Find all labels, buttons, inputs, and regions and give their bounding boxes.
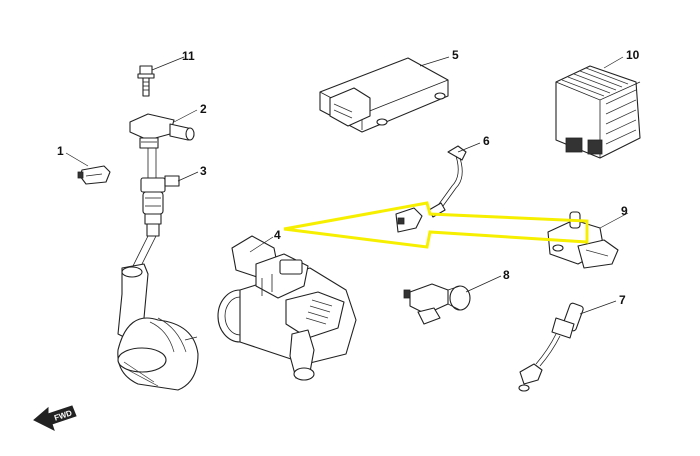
part-5-ecu [319, 57, 449, 133]
part-10-voltage-regulator [555, 65, 641, 159]
regulator-fins [561, 67, 637, 145]
callout-9: 9 [621, 204, 628, 218]
part-8-sensor [403, 283, 471, 325]
leader-lines [65, 56, 629, 341]
part-11-bolt [137, 65, 155, 97]
part-6-sensor-with-lead [395, 145, 467, 233]
callout-5: 5 [452, 48, 459, 62]
callout-6: 6 [483, 134, 490, 148]
highlight-arrow [283, 201, 589, 249]
callout-4: 4 [274, 228, 281, 242]
callout-7: 7 [619, 293, 626, 307]
part-3-fuel-injector [140, 175, 180, 237]
part-7-oxygen-sensor [518, 302, 584, 392]
part-4-throttle-body [217, 235, 357, 381]
intake-boot [117, 263, 199, 391]
callout-8: 8 [503, 268, 510, 282]
part-1-clip [77, 165, 111, 185]
callout-11: 11 [182, 49, 195, 63]
throttle-sensor-ribs [305, 299, 333, 325]
callout-2: 2 [200, 102, 207, 116]
callout-labels: 11 2 1 3 4 5 6 9 8 7 10 [57, 48, 640, 307]
forward-direction-arrow: FWD [33, 405, 77, 431]
part-2-fuel-rail-cap [129, 113, 195, 149]
callout-3: 3 [200, 164, 207, 178]
callout-10: 10 [626, 48, 640, 62]
callout-1: 1 [57, 144, 64, 158]
